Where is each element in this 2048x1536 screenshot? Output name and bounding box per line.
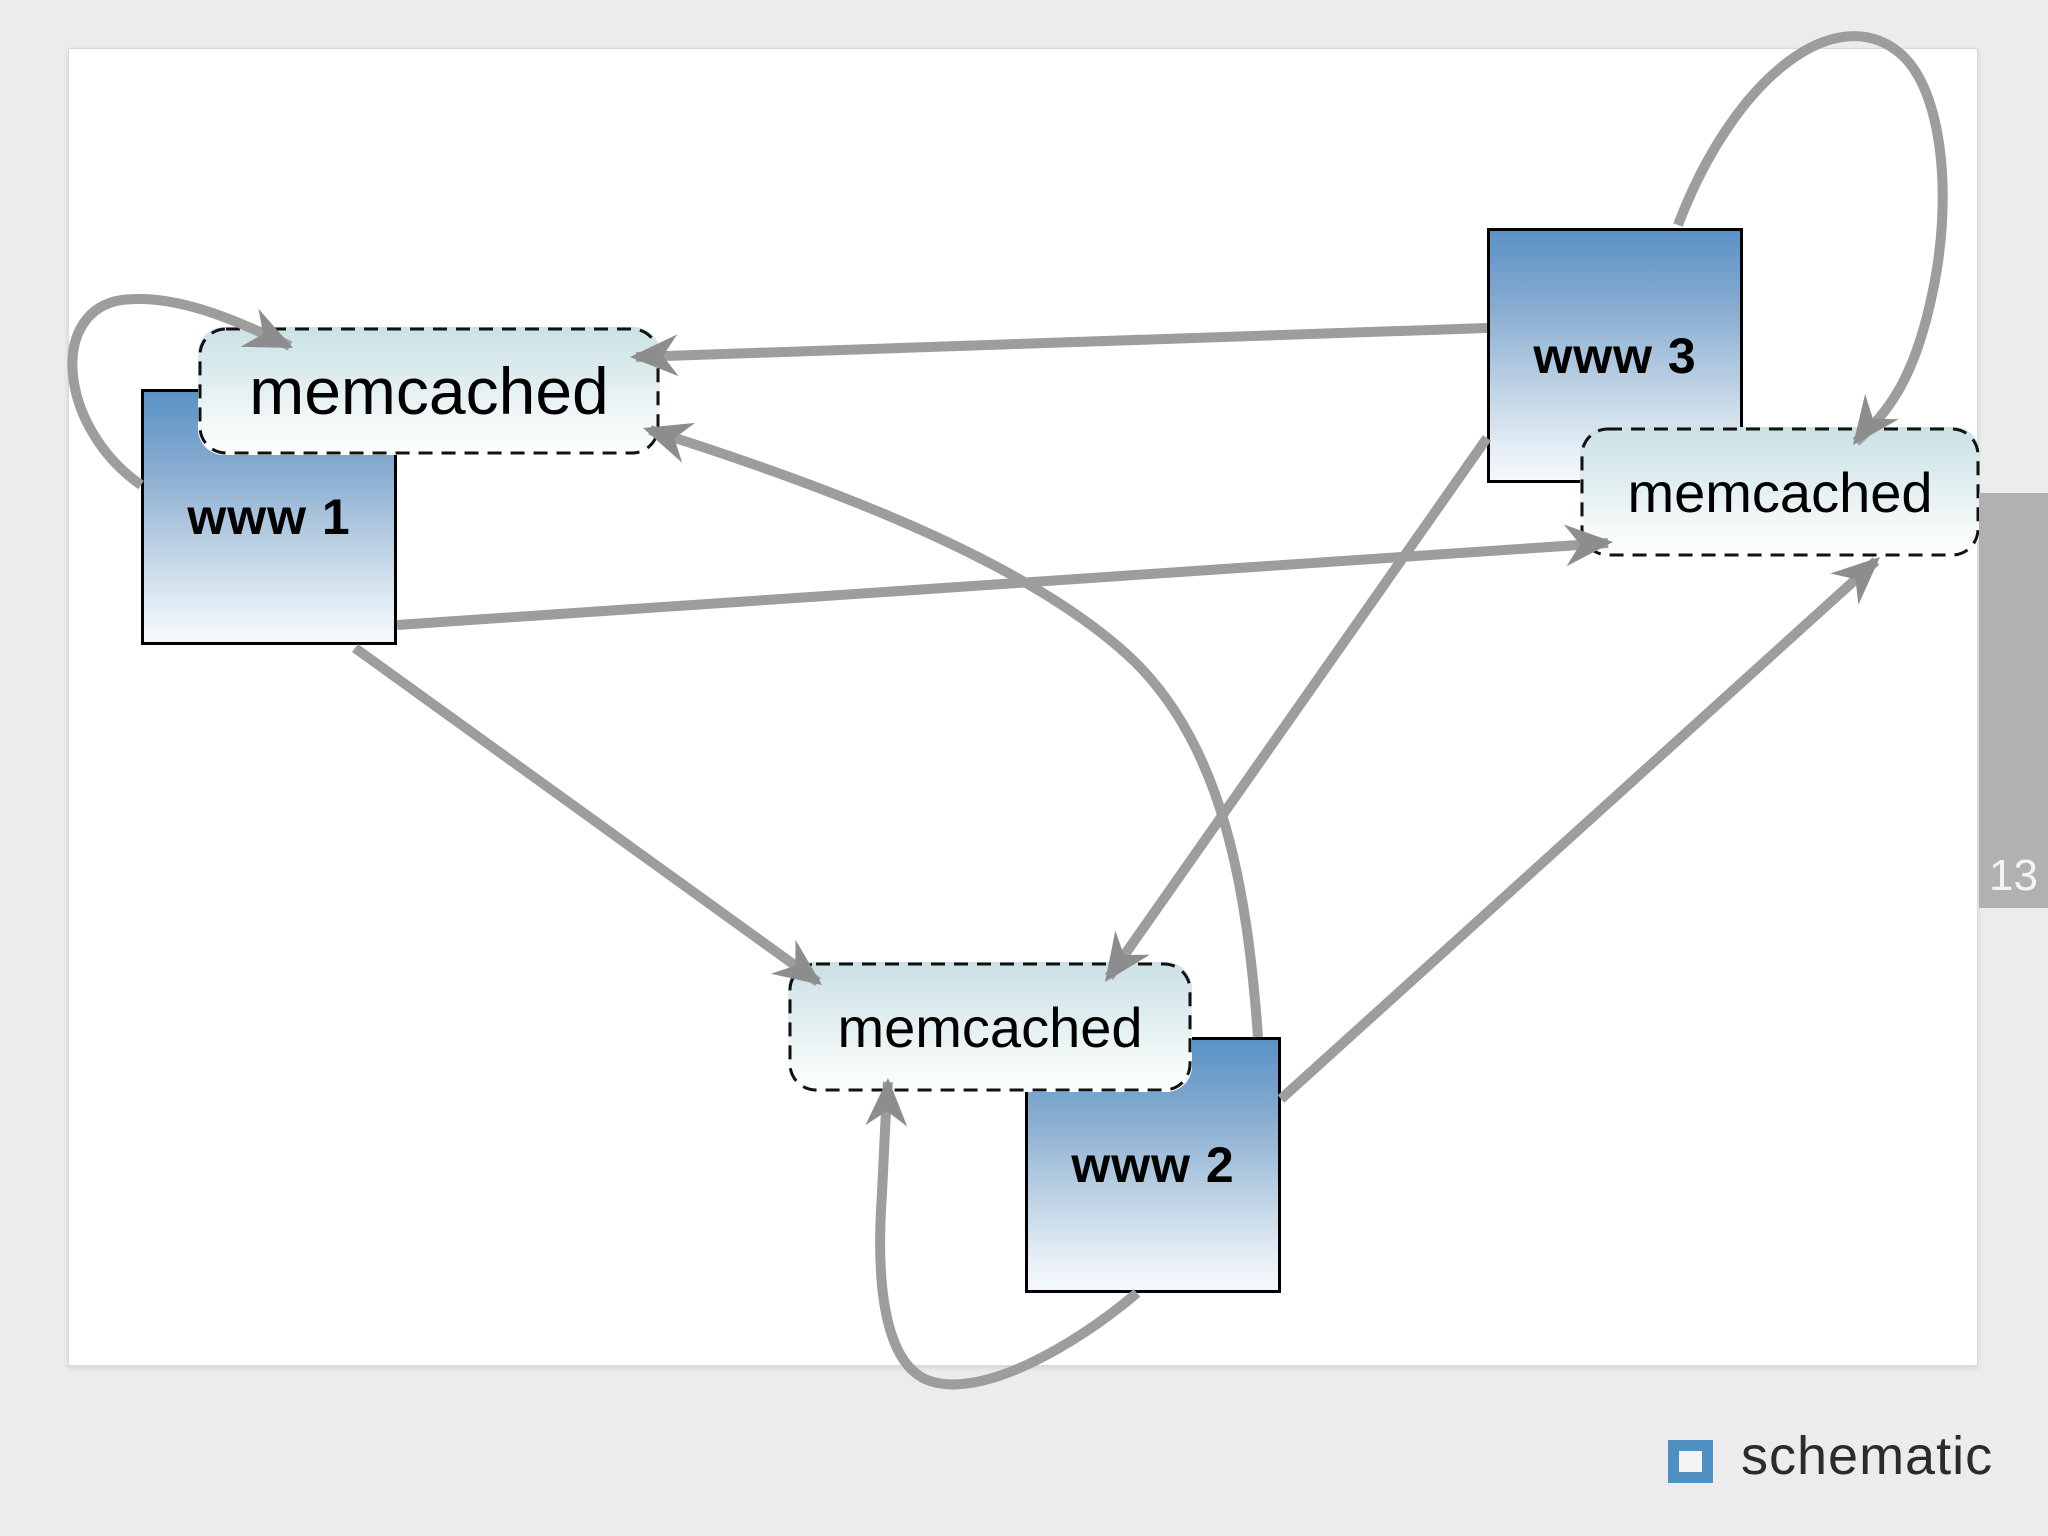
node-www3-label: www 3 [1533, 327, 1697, 384]
slide-number: 13 [1989, 851, 2038, 900]
slide-number-tab[interactable]: 13 [1979, 493, 2048, 908]
node-memcached3-label: memcached [837, 995, 1143, 1059]
node-www2-label: www 2 [1071, 1137, 1235, 1193]
brand-text: schematic [1741, 1426, 1994, 1486]
node-memcached3: memcached [788, 962, 1192, 1092]
brand-logo: schematic [1668, 1425, 1993, 1487]
node-memcached2-label: memcached [1627, 460, 1933, 524]
node-memcached1: memcached [198, 327, 660, 455]
brand-square-icon [1668, 1439, 1713, 1483]
node-www1-label: www 1 [187, 489, 351, 545]
node-memcached2: memcached [1580, 427, 1980, 557]
node-memcached1-label: memcached [249, 354, 609, 428]
